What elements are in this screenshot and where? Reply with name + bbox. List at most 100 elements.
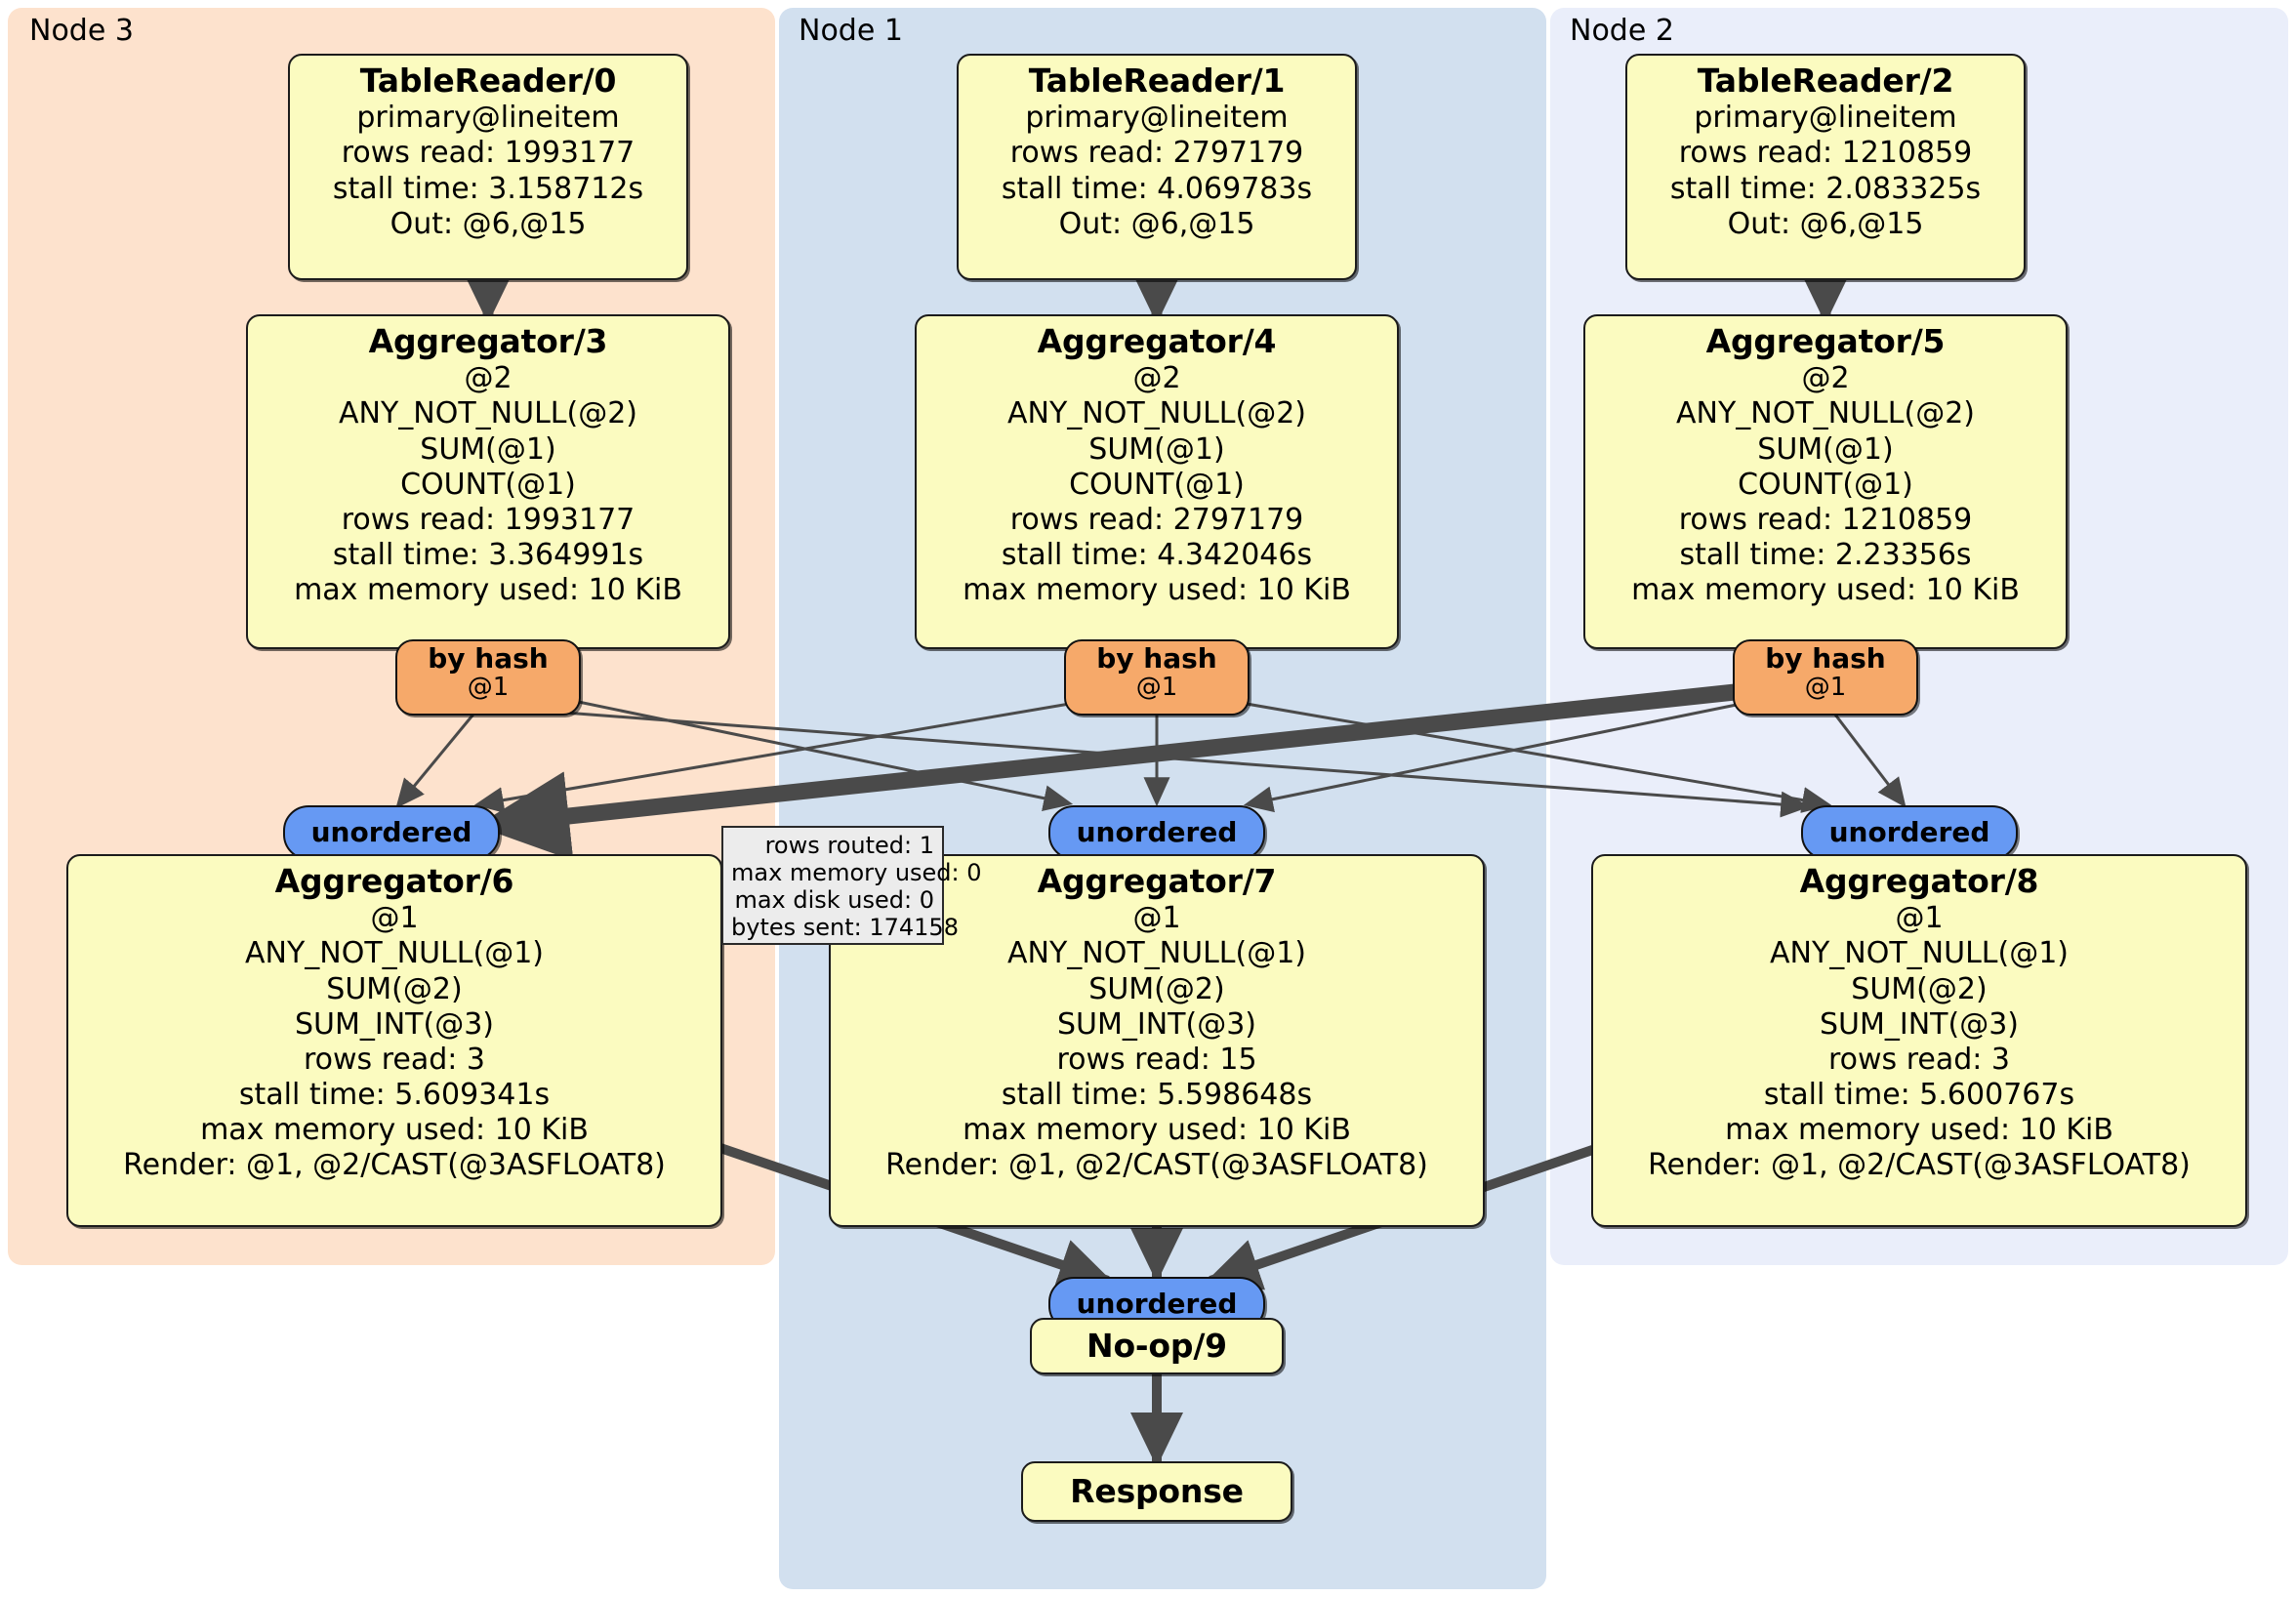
processor-detail: SUM(@2) [326, 971, 463, 1006]
router-by-hash-3[interactable]: by hash @1 [395, 639, 581, 716]
stats-line: max memory used: 0 [731, 859, 982, 887]
processor-detail: rows read: 3 [1827, 1042, 2011, 1077]
router-type-label: by hash [1765, 642, 1886, 675]
cluster-label-node1: Node 1 [799, 14, 903, 48]
processor-aggregator-8[interactable]: Aggregator/8 @1 ANY_NOT_NULL(@1) SUM(@2)… [1591, 854, 2247, 1227]
processor-detail: rows read: 15 [1056, 1042, 1257, 1077]
processor-detail: SUM(@1) [1088, 431, 1225, 467]
processor-response[interactable]: Response [1021, 1461, 1292, 1522]
processor-detail: max memory used: 10 KiB [200, 1113, 589, 1148]
processor-aggregator-4[interactable]: Aggregator/4 @2 ANY_NOT_NULL(@2) SUM(@1)… [915, 314, 1399, 649]
processor-title: TableReader/2 [1697, 61, 1954, 100]
router-column-label: @1 [1135, 673, 1178, 703]
stream-unordered-6[interactable]: unordered [283, 805, 500, 860]
processor-tablereader-0[interactable]: TableReader/0 primary@lineitem rows read… [288, 54, 688, 280]
processor-detail: @2 [1132, 361, 1181, 396]
stream-label: unordered [310, 816, 472, 848]
stats-line: max disk used: 0 [734, 886, 934, 915]
processor-detail: rows read: 2797179 [1009, 136, 1304, 171]
processor-detail: stall time: 2.083325s [1669, 171, 1982, 206]
processor-detail: stall time: 2.23356s [1679, 537, 1972, 572]
processor-detail: rows read: 1210859 [1678, 136, 1973, 171]
processor-title: Aggregator/4 [1037, 322, 1277, 360]
stream-label: unordered [1076, 1288, 1238, 1320]
processor-title: Aggregator/7 [1037, 862, 1277, 900]
processor-title: Response [1070, 1471, 1244, 1510]
processor-title: TableReader/1 [1028, 61, 1286, 100]
processor-detail: ANY_NOT_NULL(@1) [1770, 936, 2069, 971]
processor-detail: primary@lineitem [356, 101, 620, 136]
processor-detail: stall time: 4.342046s [1001, 537, 1313, 572]
router-type-label: by hash [428, 642, 549, 675]
processor-detail: SUM(@1) [1757, 431, 1894, 467]
router-column-label: @1 [1804, 673, 1847, 703]
processor-title: No-op/9 [1086, 1326, 1227, 1365]
processor-detail: @1 [1895, 901, 1944, 936]
processor-detail: ANY_NOT_NULL(@2) [339, 396, 637, 431]
processor-detail: max memory used: 10 KiB [963, 573, 1351, 608]
router-stats-box: rows routed: 1 max memory used: 0 max di… [721, 826, 982, 945]
processor-detail: SUM_INT(@3) [1057, 1006, 1256, 1042]
processor-detail: max memory used: 10 KiB [294, 573, 682, 608]
processor-detail: SUM_INT(@3) [295, 1006, 494, 1042]
processor-noop-9[interactable]: No-op/9 [1030, 1318, 1284, 1374]
processor-detail: stall time: 5.609341s [238, 1077, 551, 1112]
processor-title: Aggregator/3 [368, 322, 608, 360]
processor-detail: stall time: 5.600767s [1763, 1077, 2075, 1112]
processor-aggregator-5[interactable]: Aggregator/5 @2 ANY_NOT_NULL(@2) SUM(@1)… [1583, 314, 2068, 649]
stream-label: unordered [1076, 816, 1238, 848]
processor-detail: Out: @6,@15 [1058, 206, 1255, 241]
processor-detail: stall time: 3.364991s [332, 537, 644, 572]
processor-title: Aggregator/8 [1799, 862, 2039, 900]
processor-detail: stall time: 5.598648s [1001, 1077, 1313, 1112]
processor-detail: Render: @1, @2/CAST(@3ASFLOAT8) [885, 1148, 1428, 1183]
processor-detail: SUM(@2) [1088, 971, 1225, 1006]
processor-title: Aggregator/6 [274, 862, 514, 900]
processor-title: TableReader/0 [359, 61, 617, 100]
stream-unordered-8[interactable]: unordered [1801, 805, 2018, 860]
processor-detail: ANY_NOT_NULL(@1) [245, 936, 544, 971]
cluster-label-node3: Node 3 [29, 14, 134, 48]
processor-detail: rows read: 1993177 [341, 136, 636, 171]
processor-detail: @1 [1132, 901, 1181, 936]
processor-tablereader-1[interactable]: TableReader/1 primary@lineitem rows read… [957, 54, 1357, 280]
processor-aggregator-3[interactable]: Aggregator/3 @2 ANY_NOT_NULL(@2) SUM(@1)… [246, 314, 730, 649]
processor-detail: Render: @1, @2/CAST(@3ASFLOAT8) [123, 1148, 666, 1183]
processor-detail: SUM(@1) [420, 431, 556, 467]
processor-detail: SUM(@2) [1851, 971, 1988, 1006]
stream-unordered-7[interactable]: unordered [1048, 805, 1265, 860]
stream-label: unordered [1828, 816, 1990, 848]
stats-line: rows routed: 1 [764, 832, 934, 859]
processor-detail: rows read: 3 [303, 1042, 486, 1077]
processor-detail: primary@lineitem [1025, 101, 1289, 136]
processor-tablereader-2[interactable]: TableReader/2 primary@lineitem rows read… [1625, 54, 2026, 280]
processor-title: Aggregator/5 [1705, 322, 1946, 360]
processor-detail: rows read: 1993177 [341, 502, 636, 537]
processor-detail: stall time: 4.069783s [1001, 171, 1313, 206]
processor-detail: rows read: 2797179 [1009, 502, 1304, 537]
cluster-label-node2: Node 2 [1570, 14, 1674, 48]
processor-detail: Render: @1, @2/CAST(@3ASFLOAT8) [1648, 1148, 2191, 1183]
stats-line: bytes sent: 174158 [731, 914, 959, 942]
processor-aggregator-6[interactable]: Aggregator/6 @1 ANY_NOT_NULL(@1) SUM(@2)… [66, 854, 722, 1227]
processor-detail: COUNT(@1) [1069, 467, 1245, 502]
processor-detail: stall time: 3.158712s [332, 171, 644, 206]
processor-detail: @1 [370, 901, 419, 936]
router-type-label: by hash [1096, 642, 1217, 675]
processor-detail: max memory used: 10 KiB [1725, 1113, 2113, 1148]
processor-detail: rows read: 1210859 [1678, 502, 1973, 537]
processor-detail: COUNT(@1) [1738, 467, 1913, 502]
router-column-label: @1 [467, 673, 510, 703]
router-by-hash-5[interactable]: by hash @1 [1733, 639, 1918, 716]
processor-detail: primary@lineitem [1694, 101, 1957, 136]
processor-detail: max memory used: 10 KiB [963, 1113, 1351, 1148]
processor-detail: @2 [1801, 361, 1850, 396]
processor-detail: max memory used: 10 KiB [1631, 573, 2020, 608]
processor-detail: ANY_NOT_NULL(@2) [1007, 396, 1306, 431]
processor-detail: COUNT(@1) [400, 467, 576, 502]
processor-detail: ANY_NOT_NULL(@2) [1676, 396, 1975, 431]
processor-detail: Out: @6,@15 [1727, 206, 1924, 241]
router-by-hash-4[interactable]: by hash @1 [1064, 639, 1250, 716]
processor-detail: SUM_INT(@3) [1820, 1006, 2019, 1042]
